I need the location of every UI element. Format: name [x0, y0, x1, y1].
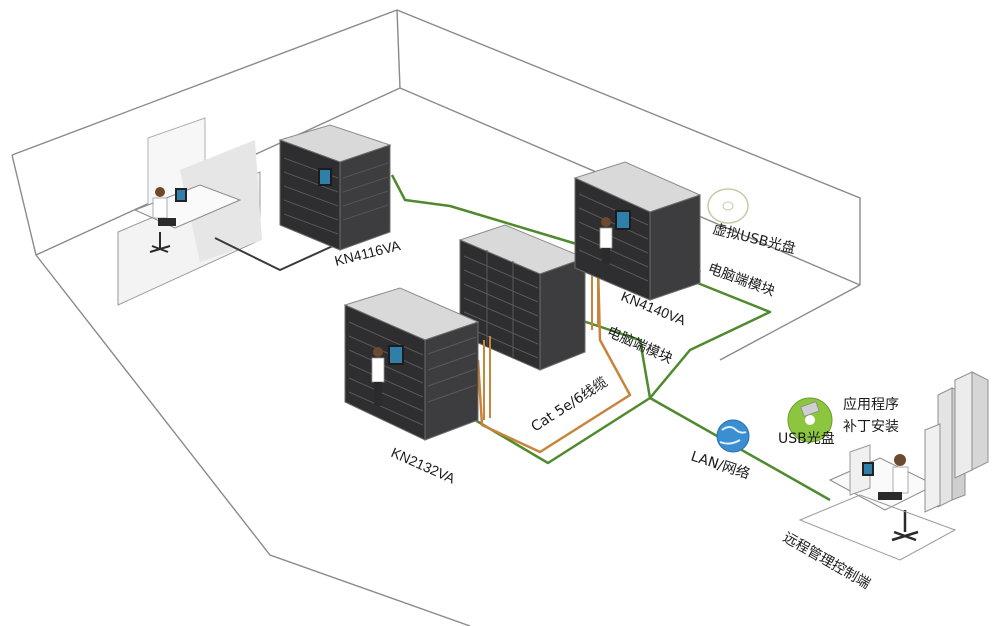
rack-group-kn4116va	[278, 124, 392, 251]
rack-operator	[371, 347, 385, 406]
label-computer-module-1: 电脑端模块	[706, 261, 777, 300]
rack-slots	[578, 193, 649, 282]
operator-body	[152, 197, 168, 219]
remote-monitor-screen	[864, 464, 872, 474]
label-remote-console: 远程管理控制端	[780, 530, 873, 593]
rack-monitor-screen	[390, 347, 402, 363]
label-kn2132va: KN2132VA	[389, 444, 458, 487]
rack-operator	[599, 217, 613, 264]
operator-head	[155, 187, 165, 197]
label-app-patch-line2: 补丁安装	[843, 419, 899, 435]
usb-disc	[787, 397, 833, 443]
building	[924, 423, 941, 513]
city-buildings	[924, 371, 989, 513]
rack-group-kn2132va	[343, 287, 491, 441]
label-virtual-usb-disc: 虚拟USB光盘	[711, 220, 797, 257]
network-line-kn4116-to-kn4140	[390, 174, 581, 247]
back-wall-corner	[396, 9, 401, 89]
label-usb-disc: USB光盘	[778, 430, 835, 447]
cable-patch-strip	[483, 336, 491, 420]
left-wall-edge	[11, 154, 471, 626]
remote-operator-legs	[878, 492, 902, 500]
globe-icon	[716, 419, 750, 453]
rack-slots	[348, 321, 477, 426]
virtual-disc-icon	[707, 188, 749, 224]
local-console-line	[214, 237, 336, 271]
rack-group-kn4140va	[573, 161, 702, 301]
building	[971, 371, 989, 471]
rack-side	[539, 257, 586, 371]
network-line-kn4140-out	[649, 278, 772, 399]
building	[954, 371, 973, 479]
remote-operator-head	[894, 454, 906, 466]
label-cable: Cat 5e/6线缆	[528, 374, 610, 435]
operator-legs	[158, 218, 176, 226]
label-app-patch-line1: 应用程序	[843, 396, 899, 413]
desk-monitor-screen	[177, 190, 185, 200]
network-line-kn2132-to-remote	[474, 396, 831, 502]
local-console-cubicle	[117, 117, 262, 306]
rack-side	[339, 144, 391, 251]
label-lan: LAN/网络	[689, 449, 752, 483]
rack-side	[649, 194, 701, 301]
rack-slots	[463, 250, 539, 359]
remote-desk-top	[828, 457, 937, 511]
remote-operator-body	[892, 466, 909, 494]
usb-drive-icon	[800, 401, 820, 417]
lan-globe	[716, 419, 750, 453]
rack-monitor-screen	[320, 170, 330, 184]
virtual-usb-disc	[707, 188, 749, 224]
remote-chair	[891, 510, 919, 542]
remote-console-station	[798, 444, 957, 561]
label-computer-module-2: 电脑端模块	[604, 324, 674, 367]
cat-cable-line	[476, 264, 632, 454]
back-wall-top-edge	[11, 9, 861, 285]
floor-right-edge	[719, 284, 861, 361]
office-chair	[149, 232, 171, 253]
rack-side	[424, 321, 479, 441]
remote-desk-panel	[849, 444, 871, 496]
rack-monitor-screen	[617, 212, 629, 228]
rack-group-center	[458, 224, 599, 371]
remote-base	[798, 494, 957, 561]
